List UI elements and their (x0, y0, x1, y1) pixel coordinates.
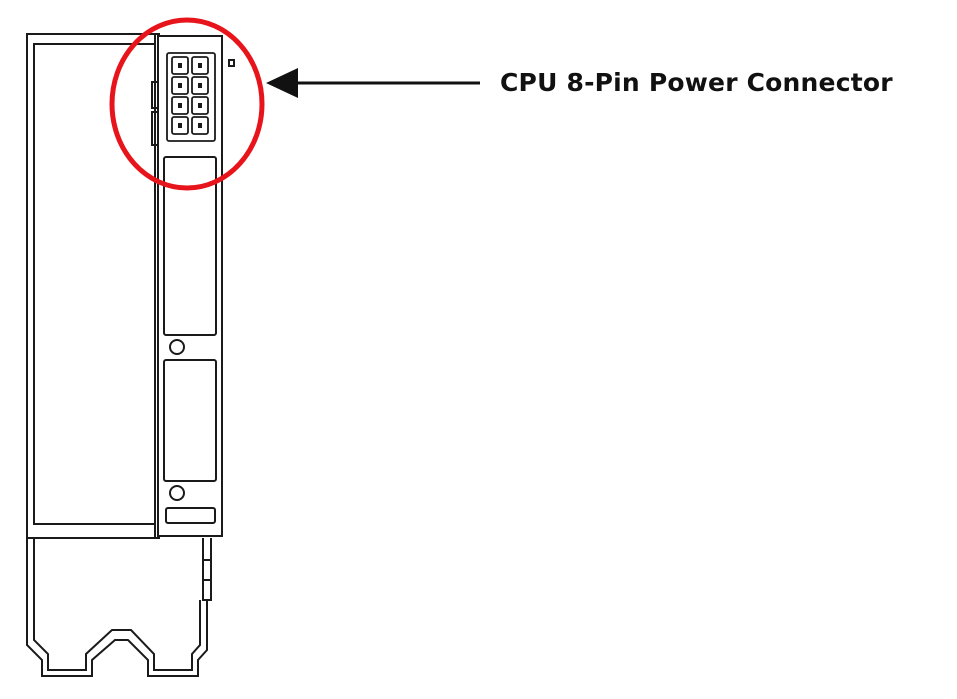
connector-label: CPU 8-Pin Power Connector (500, 68, 893, 97)
power-connector (166, 52, 216, 142)
arrow-left-icon (266, 68, 480, 98)
highlight-circle (109, 17, 265, 191)
card-outline (26, 33, 235, 677)
